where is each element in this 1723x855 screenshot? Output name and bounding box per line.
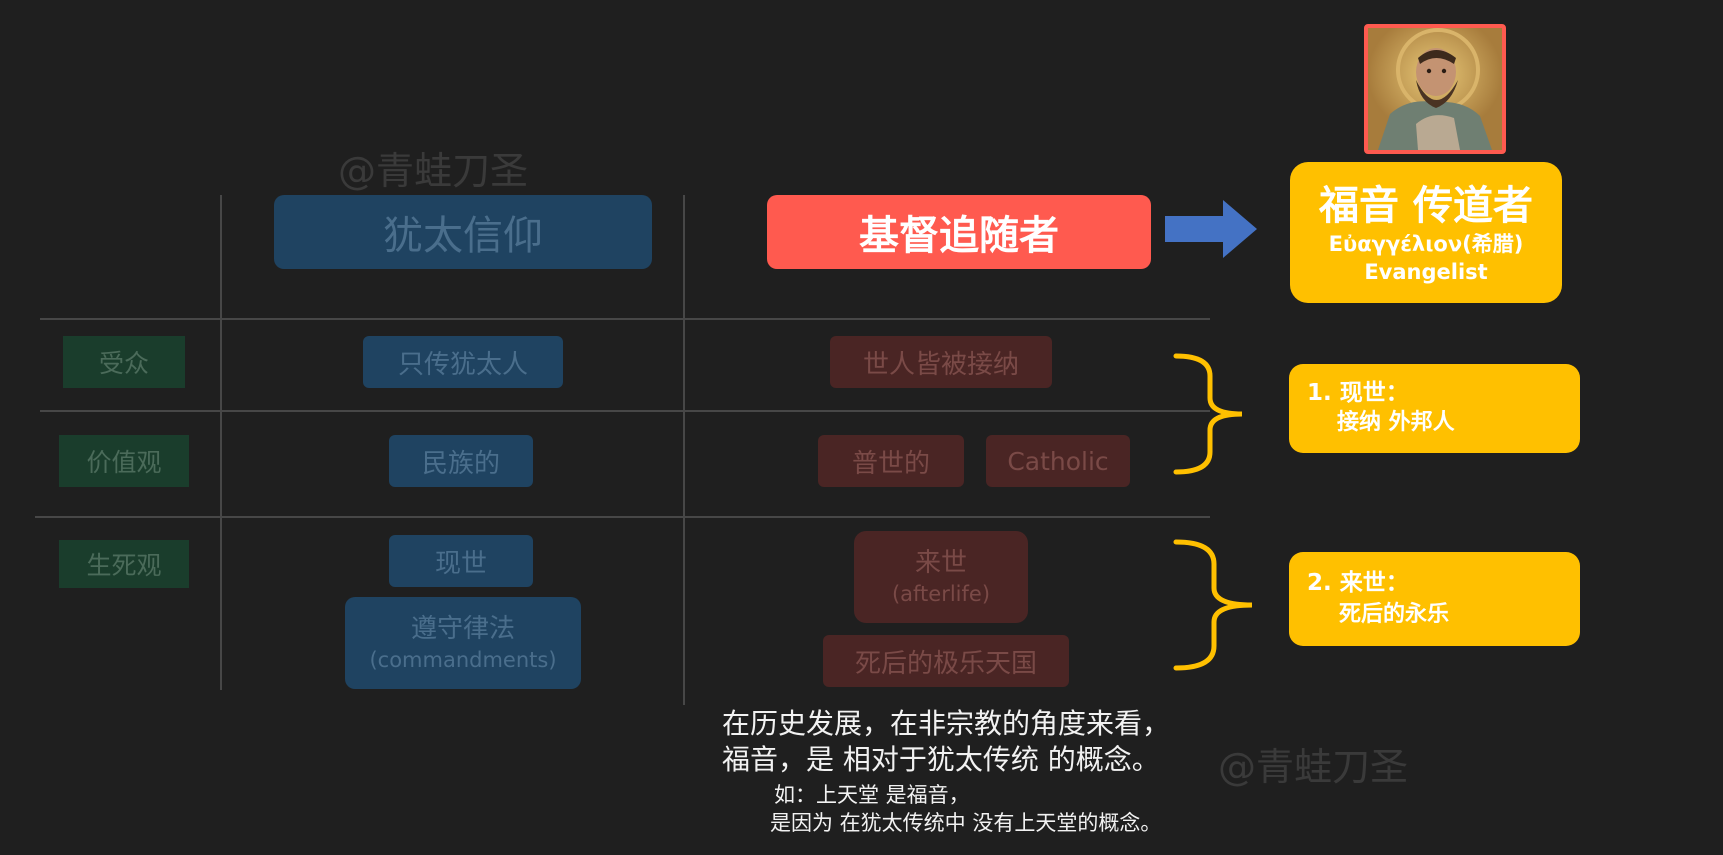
cell-christian-audience: 世人皆被接纳 (830, 336, 1052, 388)
grid-vline-middle (683, 195, 685, 705)
cell-christian-paradise: 死后的极乐天国 (823, 635, 1069, 687)
evangelist-english: Evangelist (1364, 259, 1488, 284)
cell-jewish-commandments-en: (commandments) (369, 648, 557, 672)
grid-hline-1 (40, 318, 1210, 320)
evangelist-box: 福音 传道者 Εὐαγγέλιον(希腊) Evangelist (1290, 162, 1562, 303)
cell-jewish-values: 民族的 (389, 435, 533, 487)
grid-vline-left (220, 195, 222, 690)
caption-line-1: 在历史发展，在非宗教的角度来看， (722, 707, 1171, 740)
header-christ-followers: 基督追随者 (767, 195, 1151, 269)
portrait-art (1368, 28, 1502, 150)
grid-hline-2 (40, 410, 1210, 412)
cell-christian-universal: 普世的 (818, 435, 964, 487)
header-jewish-faith: 犹太信仰 (274, 195, 652, 269)
point-afterlife-box: 2. 来世： 死后的永乐 (1289, 552, 1580, 646)
watermark-top: @青蛙刀圣 (338, 149, 529, 193)
cell-jewish-this-world: 现世 (389, 535, 533, 587)
header-christ-followers-label: 基督追随者 (859, 213, 1059, 259)
cell-christian-paradise-text: 死后的极乐天国 (854, 648, 1037, 679)
caption-line-4: 是因为 在犹太传统中 没有上天堂的概念。 (770, 811, 1162, 835)
header-jewish-faith-label: 犹太信仰 (383, 213, 543, 259)
cell-jewish-commandments: 遵守律法 (commandments) (345, 597, 581, 689)
point-this-world-title: 1. 现世： (1307, 380, 1409, 406)
row-label-audience: 受众 (63, 336, 185, 388)
cell-christian-audience-text: 世人皆被接纳 (862, 349, 1019, 380)
cell-christian-afterlife-cn: 来世 (914, 548, 967, 578)
evangelist-title: 福音 传道者 (1319, 182, 1533, 229)
right-curly-brace-icon (1173, 353, 1243, 475)
evangelist-greek: Εὐαγγέλιον(希腊) (1328, 231, 1524, 256)
cell-christian-universal-text: 普世的 (851, 448, 930, 479)
saint-portrait-icon (1364, 24, 1506, 154)
cell-christian-catholic: Catholic (986, 435, 1130, 487)
right-curly-brace-icon (1173, 539, 1253, 671)
row-label-audience-text: 受众 (98, 349, 149, 378)
cell-christian-catholic-text: Catholic (1007, 446, 1109, 476)
point-afterlife-body: 死后的永乐 (1339, 602, 1450, 627)
grid-hline-3 (35, 516, 1210, 518)
cell-christian-afterlife: 来世 (afterlife) (854, 531, 1028, 623)
point-this-world-body: 接纳 外邦人 (1337, 410, 1455, 435)
caption-line-3: 如：上天堂 是福音， (774, 783, 970, 807)
watermark-bottom: @青蛙刀圣 (1218, 745, 1409, 789)
cell-jewish-values-text: 民族的 (421, 448, 500, 479)
row-label-life-death-text: 生死观 (86, 551, 162, 580)
caption-line-2: 福音，是 相对于犹太传统 的概念。 (722, 743, 1160, 776)
cell-christian-afterlife-en: (afterlife) (891, 582, 991, 606)
row-label-life-death: 生死观 (59, 540, 189, 588)
point-this-world-box: 1. 现世： 接纳 外邦人 (1289, 364, 1580, 453)
cell-jewish-audience-text: 只传犹太人 (397, 349, 528, 380)
cell-jewish-this-world-text: 现世 (434, 548, 487, 579)
row-label-values: 价值观 (59, 435, 189, 487)
point-afterlife-title: 2. 来世： (1307, 570, 1409, 596)
cell-jewish-audience: 只传犹太人 (363, 336, 563, 388)
cell-jewish-commandments-cn: 遵守律法 (410, 614, 515, 644)
arrow-right-icon (1165, 200, 1257, 258)
row-label-values-text: 价值观 (86, 448, 162, 477)
